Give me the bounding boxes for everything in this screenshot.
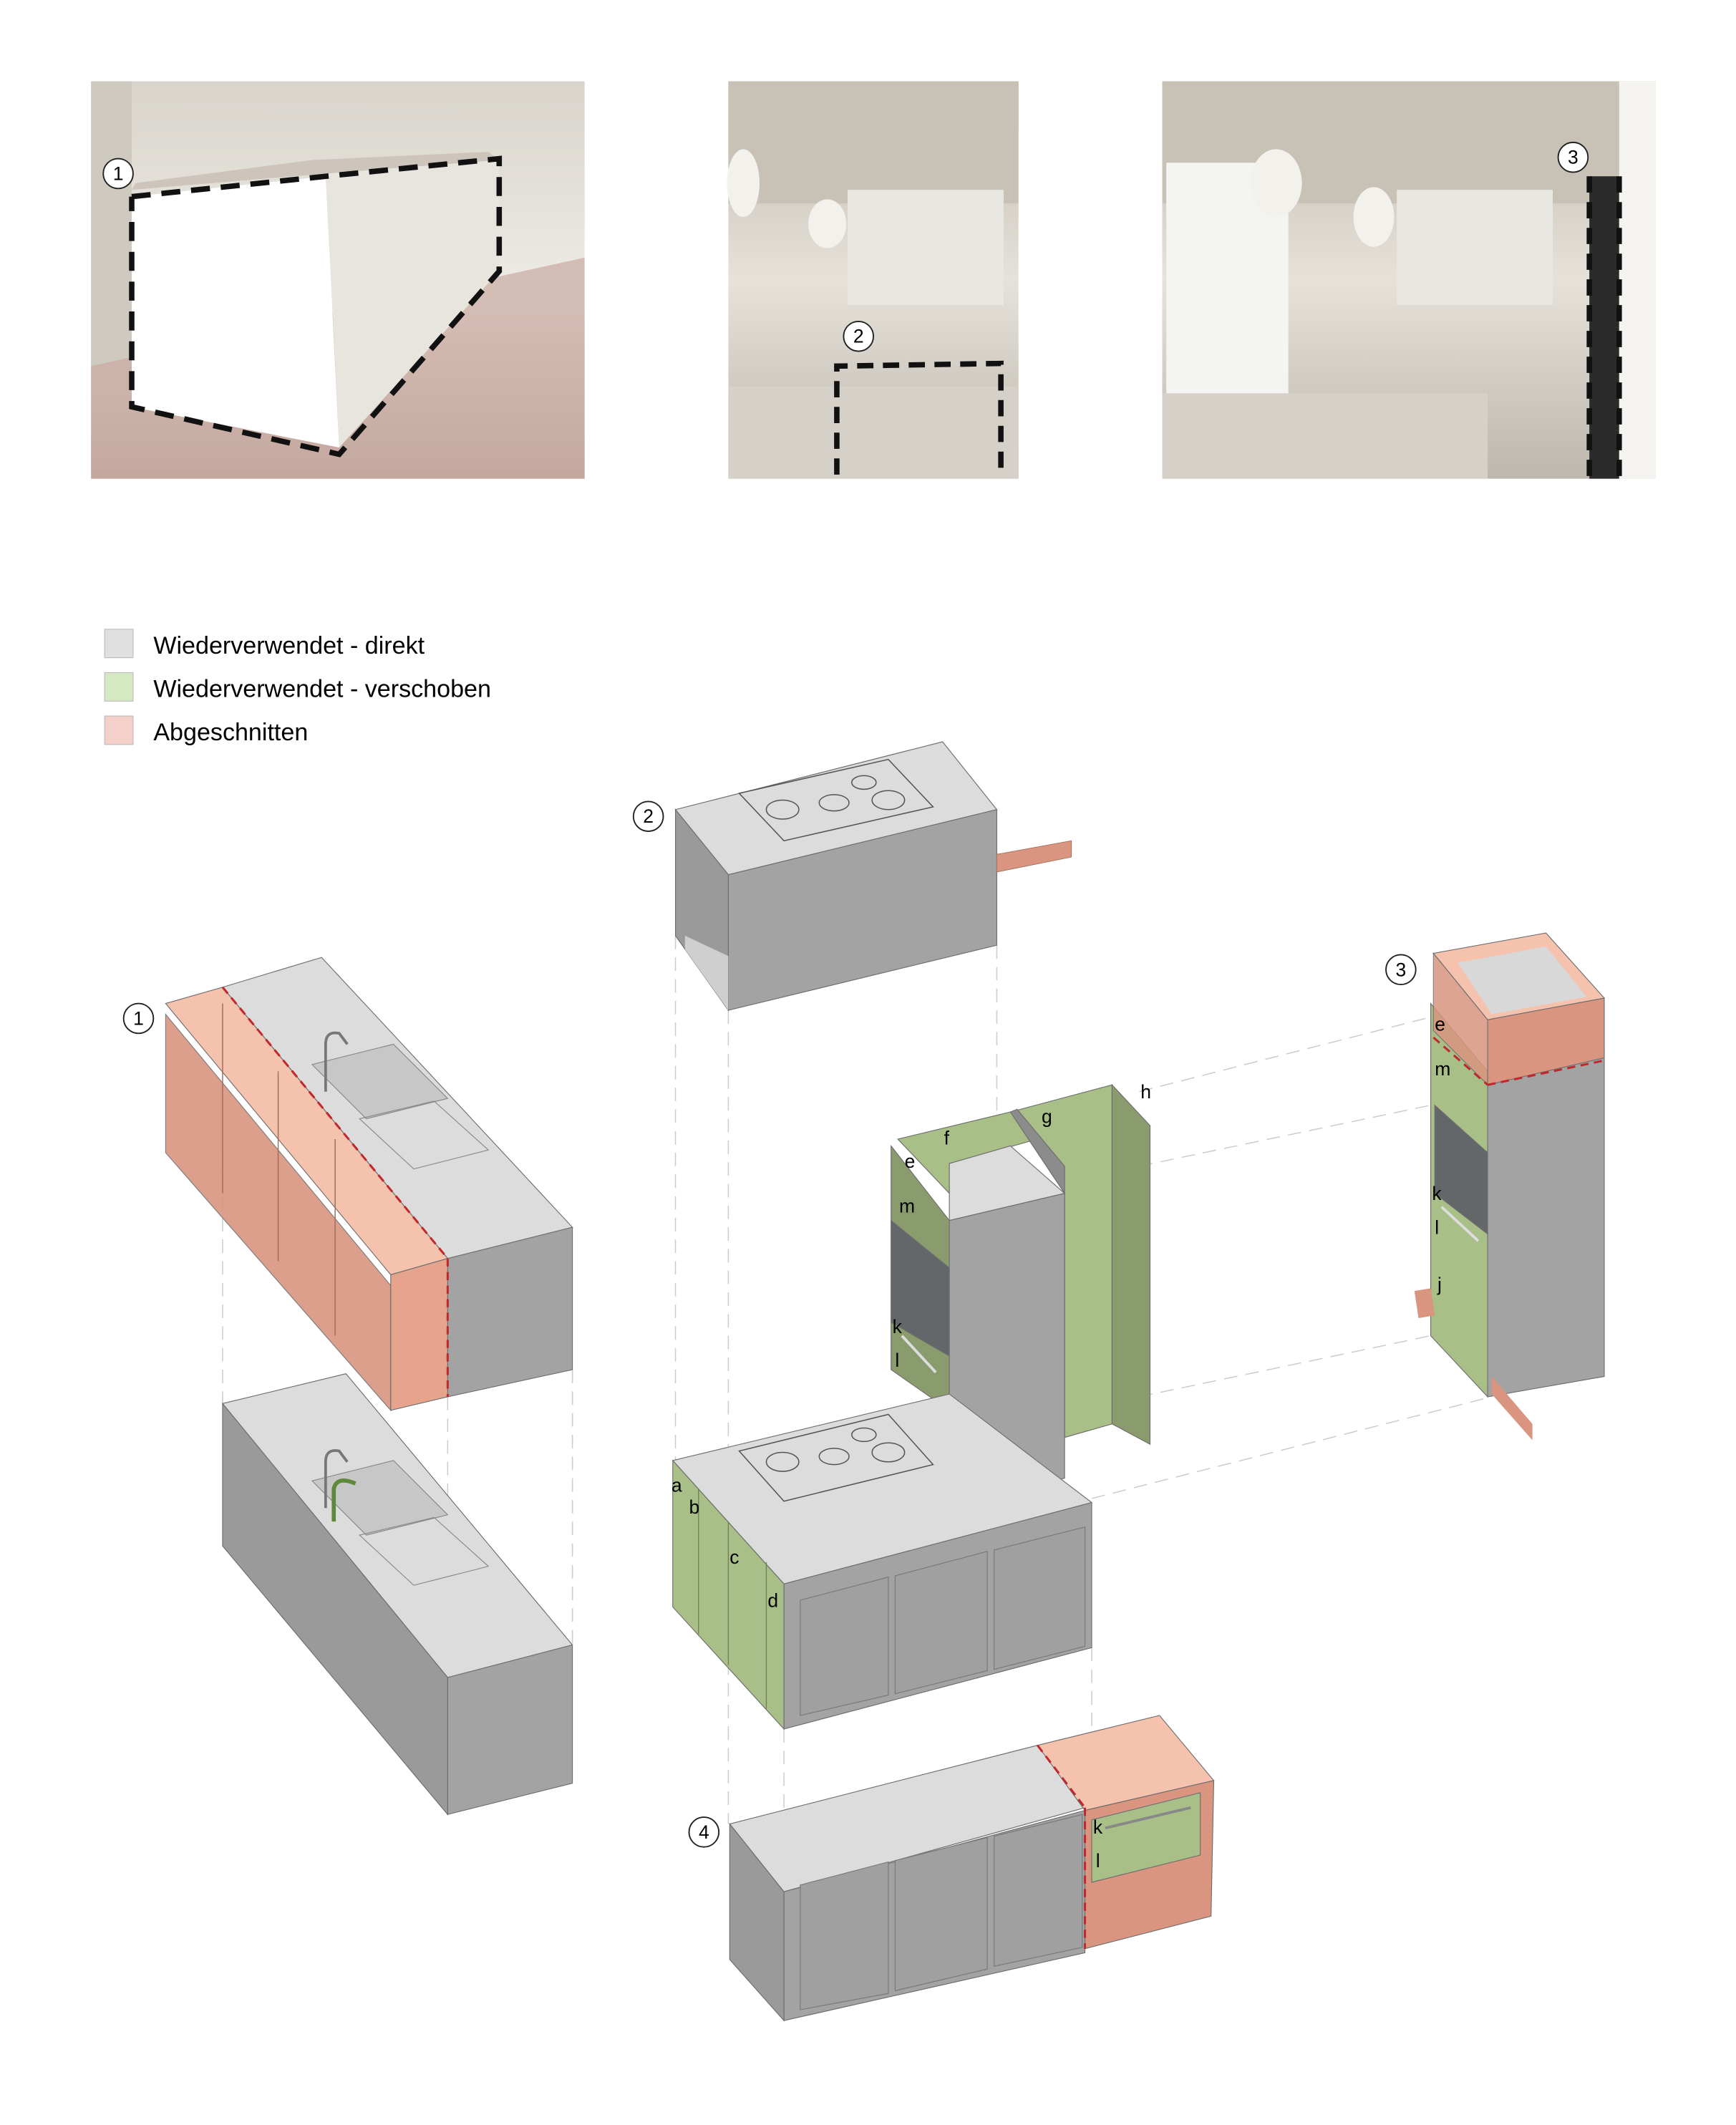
photo-3: 3 (1162, 81, 1656, 479)
part-label-d: d (767, 1589, 778, 1611)
cooktop-icon (738, 758, 934, 842)
diagram-marker-3: 3 (1395, 959, 1406, 980)
photo-2: 2 (727, 81, 1019, 479)
part-label-f: f (944, 1128, 950, 1149)
photo-marker-1: 1 (113, 163, 124, 184)
legend-swatch-direct (104, 629, 134, 659)
photo-marker-3: 3 (1568, 147, 1579, 168)
legend-label-moved: Wiederverwendet - verschoben (153, 676, 491, 703)
legend-swatch-moved (104, 672, 134, 702)
island-1-reused (221, 1373, 573, 1816)
guide-lines (222, 935, 1492, 1892)
diagram-marker-1: 1 (133, 1007, 144, 1029)
legend-swatch-cut (104, 715, 134, 745)
part-label-g: g (1042, 1105, 1052, 1127)
sink-icon (311, 1043, 449, 1120)
photo-1: 1 (91, 81, 585, 479)
legend-label-cut: Abgeschnitten (153, 719, 308, 746)
diagram-marker-4: 4 (699, 1821, 709, 1843)
part-label-j: j (1437, 1274, 1442, 1295)
part-label-l: l (895, 1350, 899, 1371)
part-label-e: e (1435, 1013, 1445, 1035)
part-label-b: b (689, 1496, 699, 1518)
cut-piece (996, 840, 1072, 873)
diagram-marker-2: 2 (643, 805, 654, 827)
part-label-m: m (899, 1195, 915, 1216)
unit-3-tall: e m k l j 3 (1385, 932, 1606, 1441)
legend: Wiederverwendet - direkt Wiederverwendet… (104, 629, 491, 746)
part-label-c: c (729, 1546, 739, 1568)
part-label-e: e (905, 1151, 916, 1172)
part-label-a: a (671, 1474, 682, 1496)
part-label-h: h (1140, 1081, 1151, 1103)
unit-4-base: k l 4 (688, 1715, 1215, 2022)
faucet-icon (324, 1031, 349, 1092)
part-label-l: l (1435, 1217, 1439, 1239)
part-label-k: k (893, 1316, 903, 1337)
part-label-k: k (1093, 1816, 1103, 1838)
unit-2-hob: 2 (632, 741, 1072, 1012)
part-label-k: k (1432, 1183, 1442, 1204)
legend-label-direct: Wiederverwendet - direkt (153, 632, 425, 659)
island-new: a b c d (671, 1393, 1093, 1731)
photo-marker-2: 2 (853, 326, 864, 347)
part-label-l: l (1096, 1850, 1100, 1872)
island-1-original: 1 (122, 957, 573, 1412)
part-label-m: m (1435, 1058, 1450, 1080)
cooktop-icon (738, 1413, 934, 1502)
faucet-moved-icon (331, 1478, 357, 1522)
